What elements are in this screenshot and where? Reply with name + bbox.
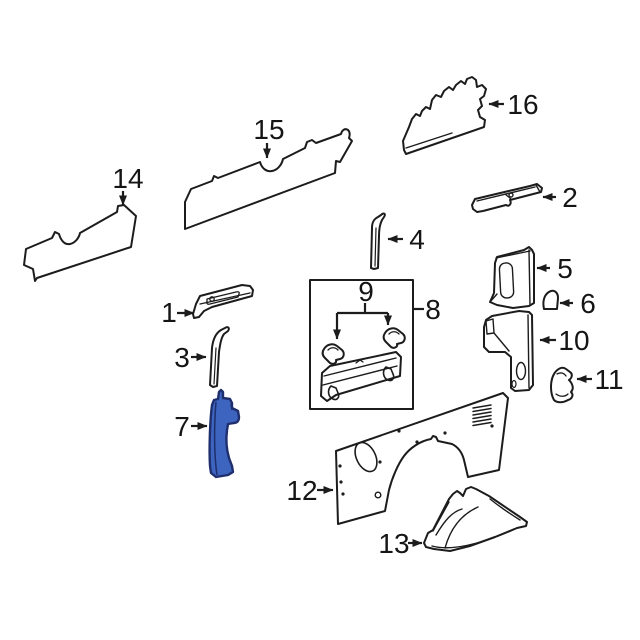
part-5-pillar-panel (489, 246, 535, 309)
callout-15-label: 15 (253, 114, 284, 145)
part-6-cap (542, 289, 559, 310)
part-9-clips (321, 327, 406, 365)
part-7-highlighted-pillar-trim (208, 388, 241, 479)
callout-12-label: 12 (286, 475, 317, 506)
callout-6-label: 6 (580, 288, 596, 319)
callout-13-label: 13 (378, 528, 409, 559)
part-16-panel (402, 76, 487, 155)
part-8-callout-box (309, 279, 414, 410)
callout-10-label: 10 (558, 325, 589, 356)
callout-2-label: 2 (562, 182, 578, 213)
callout-9-label: 9 (358, 276, 374, 307)
callout-8-label: 8 (425, 294, 441, 325)
callout-1-label: 1 (161, 297, 177, 328)
callout-arrows (119, 100, 592, 547)
callout-14-label: 14 (112, 163, 143, 194)
part-12-rivet-holes (338, 424, 494, 496)
callout-3-label: 3 (174, 342, 190, 373)
part-1-scuff-plate (192, 284, 254, 319)
part-11-bracket (550, 366, 574, 404)
part-13-wheelhouse-cover (423, 486, 528, 552)
callout-5-label: 5 (557, 253, 573, 284)
callout-11-label: 11 (594, 364, 623, 395)
callout-4-label: 4 (409, 224, 425, 255)
callout-7-label: 7 (174, 411, 190, 442)
part-3-pillar-trim (209, 326, 230, 388)
part-14-panel (23, 204, 137, 282)
part-2-sill-strip (471, 183, 543, 213)
part-15-panel (184, 128, 353, 230)
part-10-pillar-panel (483, 310, 534, 392)
part-8-sill-bar (320, 351, 402, 402)
part-12-vent-slots (472, 404, 492, 427)
part-4-pillar-trim (370, 212, 386, 270)
callout-9-branch-lines (337, 303, 388, 315)
part-12-side-panel (335, 392, 509, 525)
callout-16-label: 16 (507, 89, 538, 120)
